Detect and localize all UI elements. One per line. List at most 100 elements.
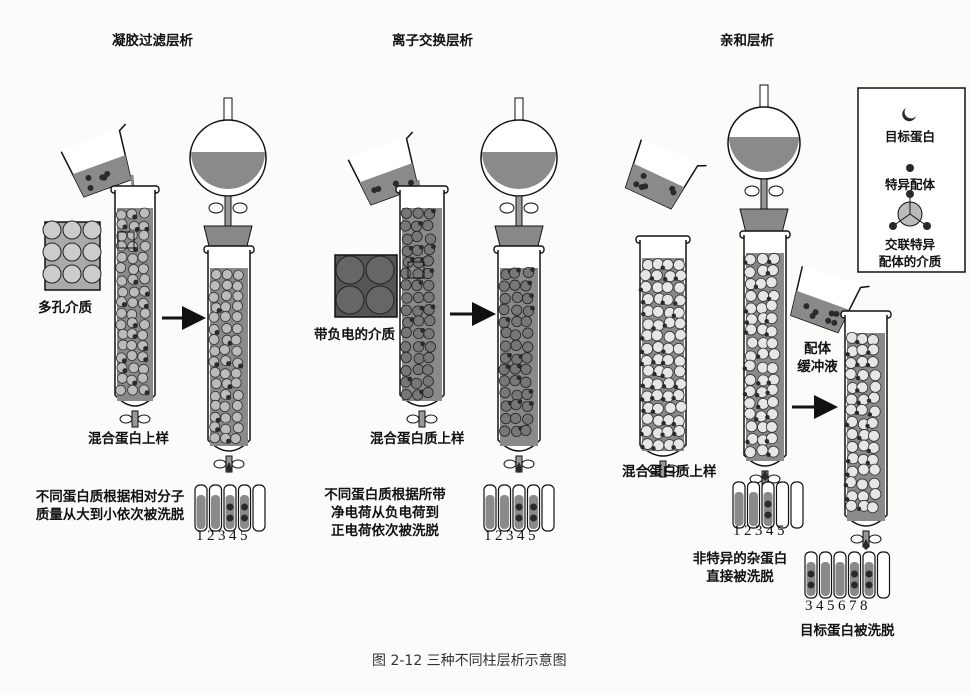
affinity-bead [672, 389, 685, 402]
ligand-dot [765, 390, 770, 395]
protein-dot [122, 368, 128, 374]
porous-bead [128, 264, 139, 275]
porous-bead [232, 290, 244, 302]
porous-bead [127, 253, 139, 265]
protein-dot [216, 308, 222, 314]
column-ion-eluting [493, 245, 545, 473]
ligand-dot [639, 397, 645, 402]
ligand-dot [845, 472, 850, 477]
tube-liquid [485, 495, 495, 529]
affinity-bead [674, 355, 686, 368]
porous-bead [221, 290, 232, 302]
porous-bead [210, 378, 222, 390]
tube-numbers-affinity-first: 12345 [733, 523, 788, 539]
affinity-bead [766, 396, 779, 408]
charged-bead [500, 340, 512, 352]
charged-bead [521, 352, 533, 364]
affinity-bead [674, 294, 687, 307]
porous-bead [219, 368, 231, 380]
tube-liquid [500, 495, 509, 529]
ligand-dot [652, 371, 657, 377]
protein-dot [638, 184, 645, 191]
ligand-dot [671, 395, 676, 401]
affinity-bead [661, 281, 674, 294]
porous-bead [126, 339, 138, 351]
porous-bead [210, 269, 222, 280]
ligand-dot [641, 408, 646, 414]
charged-bead [511, 304, 523, 316]
ligand-dot [745, 439, 750, 445]
text-line: 正电荷依次被洗脱 [331, 523, 439, 539]
affinity-bead [868, 429, 880, 442]
beaker-affinity [624, 139, 707, 210]
porous-bead [209, 280, 221, 292]
affinity-bead [743, 359, 756, 372]
charged-bead [423, 291, 435, 303]
tube-liquid [749, 492, 758, 526]
protein-dot [669, 185, 676, 192]
affinity-bead [641, 342, 653, 355]
affinity-bead [765, 421, 778, 433]
affinity-bead [756, 361, 769, 374]
protein-dot [104, 170, 111, 177]
protein-dot [809, 313, 816, 320]
rubber-stopper [739, 208, 789, 234]
ligand-dot [866, 448, 871, 454]
text-line: 不同蛋白质根据相对分子 [35, 489, 185, 505]
flask-neck [223, 97, 233, 123]
ligand-dot [855, 362, 860, 368]
porous-bead [42, 264, 62, 284]
flask-affinity [727, 84, 801, 234]
ligand-dot [650, 385, 655, 390]
protein-dot [132, 334, 138, 340]
ligand-dot [661, 397, 666, 402]
ligand-dot [651, 446, 656, 451]
affinity-bead [664, 402, 677, 414]
protein-dot [132, 214, 138, 220]
porous-bead [116, 307, 127, 319]
flask-liquid [482, 152, 556, 189]
protein-dot [851, 570, 858, 578]
affinity-bead [868, 405, 881, 418]
text-line: 直接被洗脱 [706, 569, 774, 585]
affinity-bead [766, 432, 778, 445]
charged-bead [509, 329, 522, 341]
charged-bead [365, 285, 395, 315]
protein-dot [418, 220, 423, 226]
porous-bead [209, 432, 221, 444]
ligand-dot [855, 339, 860, 345]
charged-bead [511, 315, 523, 328]
porous-bead [62, 220, 82, 240]
label-gel-load: 混合蛋白上样 [88, 431, 169, 447]
beaker-ligand-buffer [790, 266, 870, 334]
tube-liquid [529, 495, 538, 529]
ligand-dot [661, 384, 667, 389]
ligand-dot [673, 301, 678, 306]
protein-dot [516, 363, 522, 369]
ligand-dot [640, 299, 646, 305]
tube-liquid [225, 495, 235, 529]
affinity-bead [767, 445, 780, 458]
affinity-bead [755, 302, 768, 315]
charged-bead [423, 279, 435, 292]
affinity-bead [765, 299, 778, 312]
specific-ligand-icon [906, 164, 914, 172]
ligand-dot [640, 444, 645, 450]
affinity-bead [856, 381, 869, 394]
protein-dot [226, 514, 234, 522]
protein-dot [132, 380, 138, 386]
inset-marker [117, 231, 135, 249]
ligand-dot [865, 362, 871, 368]
affinity-bead [867, 441, 880, 454]
ligand-dot [755, 354, 761, 359]
protein-dot [134, 226, 140, 232]
affinity-bead [639, 269, 652, 282]
porous-bead [220, 412, 232, 424]
eluate-drop-icon [516, 462, 522, 473]
charged-bead [424, 315, 436, 327]
stopcock-handle [767, 474, 781, 484]
text-line: 配体 [804, 341, 831, 357]
label-nonspecific-eluted: 非特异的杂蛋白 直接被洗脱 [680, 550, 800, 586]
ligand-dot [754, 392, 760, 398]
porous-bead [209, 345, 221, 357]
